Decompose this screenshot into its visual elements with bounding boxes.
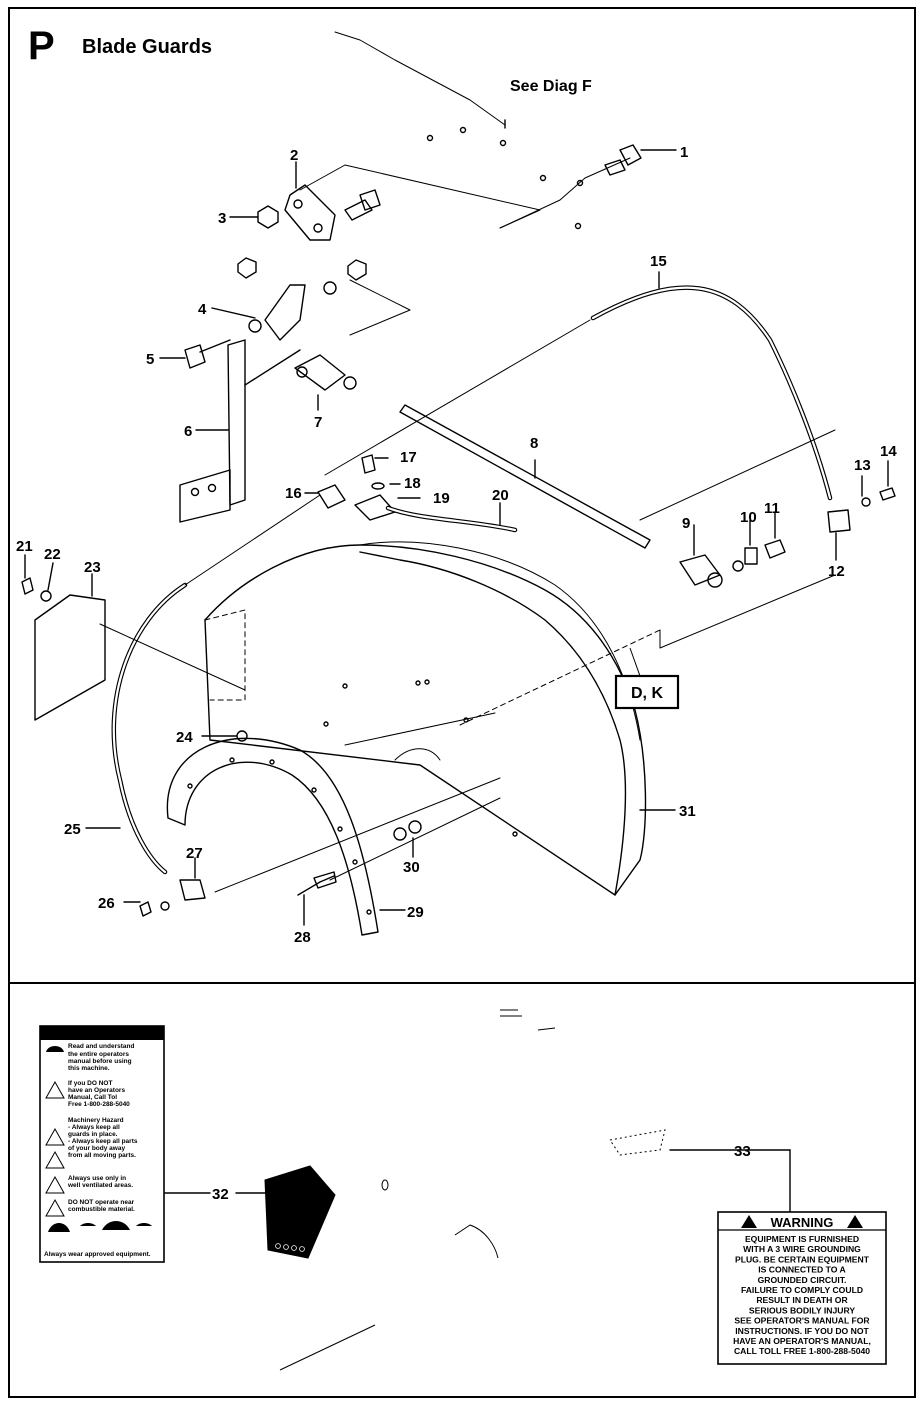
decal-33 xyxy=(717,1211,887,1365)
callout-14: 14 xyxy=(880,443,897,460)
callout-25: 25 xyxy=(64,821,81,838)
section-letter: P xyxy=(28,24,55,68)
see-diag-f-reference: See Diag F xyxy=(510,78,592,95)
callout-26: 26 xyxy=(98,895,115,912)
callout-18: 18 xyxy=(404,475,421,492)
callout-19: 19 xyxy=(433,490,450,507)
callout-7: 7 xyxy=(314,414,322,431)
section-title: Blade Guards xyxy=(82,36,213,58)
decal-32-line: Read and understand xyxy=(68,1043,134,1050)
callout-9: 9 xyxy=(682,515,690,532)
decal-33-line: IS CONNECTED TO A xyxy=(758,1265,845,1275)
decal-32-line: Machinery Hazard xyxy=(68,1117,124,1124)
callout-24: 24 xyxy=(176,729,193,746)
decal-32-line: well ventilated areas. xyxy=(67,1182,133,1189)
decal-33-line: RESULT IN DEATH OR xyxy=(756,1295,848,1305)
decal-32-line: If you DO NOT xyxy=(68,1080,112,1087)
reference-box-label: D, K xyxy=(631,685,663,702)
decal-33-heading: WARNING xyxy=(771,1215,834,1230)
decal-33-line: EQUIPMENT IS FURNISHED xyxy=(745,1234,859,1244)
decal-32-line: Always use only in xyxy=(68,1175,126,1182)
decal-32-line: this machine. xyxy=(68,1065,110,1072)
decal-32-line: have an Operators xyxy=(68,1087,125,1094)
decal-32-line: DO NOT operate near xyxy=(68,1199,135,1206)
decal-32-line: - Always keep all parts xyxy=(68,1138,138,1145)
callout-5: 5 xyxy=(146,351,154,368)
decal-32-footer: Always wear approved equipment. xyxy=(44,1251,151,1258)
diagram-frame xyxy=(8,7,916,984)
decal-33-line: CALL TOLL FREE 1-800-288-5040 xyxy=(734,1346,870,1356)
callout-21: 21 xyxy=(16,538,33,555)
callout-13: 13 xyxy=(854,457,871,474)
decal-32-line: the entire operators xyxy=(68,1051,129,1058)
callout-22: 22 xyxy=(44,546,61,563)
decal-33-line: PLUG. BE CERTAIN EQUIPMENT xyxy=(735,1254,870,1264)
callout-8: 8 xyxy=(530,435,538,452)
callout-16: 16 xyxy=(285,485,302,502)
callout-11: 11 xyxy=(764,500,780,517)
decal-33-line: GROUNDED CIRCUIT. xyxy=(758,1275,847,1285)
decal-33-line: SEE OPERATOR'S MANUAL FOR xyxy=(734,1316,870,1326)
decal-32-line: guards in place. xyxy=(68,1131,118,1138)
callout-1: 1 xyxy=(680,144,688,161)
callout-30: 30 xyxy=(403,859,420,876)
decal-frame xyxy=(8,984,916,1398)
callout-29: 29 xyxy=(407,904,424,921)
decal-33-line: WITH A 3 WIRE GROUNDING xyxy=(743,1244,861,1254)
callout-15: 15 xyxy=(650,253,667,270)
decal-32 xyxy=(39,1025,165,1263)
callout-2: 2 xyxy=(290,147,298,164)
decal-32-line: - Always keep all xyxy=(68,1124,120,1131)
callout-33: 33 xyxy=(734,1143,751,1160)
decal-33-line: INSTRUCTIONS. IF YOU DO NOT xyxy=(735,1326,869,1336)
decal-32-line: Free 1-800-288-5040 xyxy=(68,1101,130,1108)
decal-32-line: of your body away xyxy=(68,1145,125,1152)
decal-32-line: manual before using xyxy=(68,1058,132,1065)
callout-17: 17 xyxy=(400,449,417,466)
decal-32-line: Manual, Call Tol xyxy=(68,1094,117,1101)
callout-23: 23 xyxy=(84,559,101,576)
decal-33-line: FAILURE TO COMPLY COULD xyxy=(741,1285,863,1295)
reference-box xyxy=(614,674,680,710)
callout-6: 6 xyxy=(184,423,192,440)
decal-33-line: HAVE AN OPERATOR'S MANUAL, xyxy=(733,1336,871,1346)
callout-3: 3 xyxy=(218,210,226,227)
callout-31: 31 xyxy=(679,803,696,820)
decal-32-line: combustible material. xyxy=(68,1206,135,1213)
callout-28: 28 xyxy=(294,929,311,946)
callout-10: 10 xyxy=(740,509,757,526)
decal-33-line: SERIOUS BODILY INJURY xyxy=(749,1305,855,1315)
callout-12: 12 xyxy=(828,563,845,580)
decal-32-line: from all moving parts. xyxy=(68,1152,136,1159)
callout-4: 4 xyxy=(198,301,207,318)
callout-32: 32 xyxy=(212,1186,229,1203)
callout-20: 20 xyxy=(492,487,509,504)
callout-27: 27 xyxy=(186,845,203,862)
